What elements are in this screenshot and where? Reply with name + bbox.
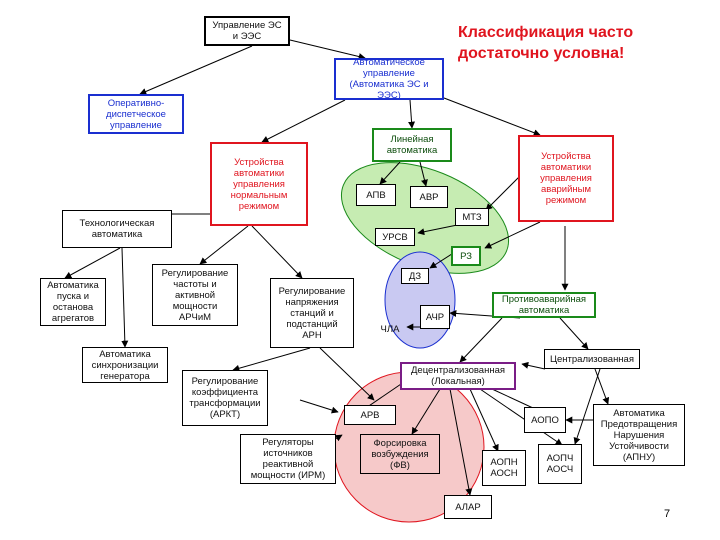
box-achr: АЧР — [420, 305, 450, 329]
box-ursv: УРСВ — [375, 228, 415, 246]
box-ustroystva-normalnym: Устройства автоматики управления нормаль… — [210, 142, 308, 226]
box-upravlenie-es: Управление ЭС и ЭЭС — [204, 16, 290, 46]
box-protivoavariynaya: Противоаварийная автоматика — [492, 292, 596, 318]
box-aopch-aosch: АОПЧ АОСЧ — [538, 444, 582, 484]
box-aopn-aosn: АОПН АОСН — [482, 450, 526, 486]
box-apv: АПВ — [356, 184, 396, 206]
classification-note: Классификация часто достаточно условна! — [458, 24, 634, 62]
box-regulirovanie-koefficienta: Регулирование коэффициента трансформации… — [182, 370, 268, 426]
box-aopo: АОПО — [524, 407, 566, 433]
box-decentralizovannaya: Децентрализованная (Локальная) — [400, 362, 516, 390]
box-apnu: Автоматика Предотвращения Нарушения Усто… — [593, 404, 685, 466]
page-number: 7 — [664, 508, 671, 520]
box-regulyatory-irm: Регуляторы источников реактивной мощност… — [240, 434, 336, 484]
box-rz: РЗ — [451, 246, 481, 266]
box-centralizovannaya: Централизованная — [544, 349, 640, 369]
box-lineynaya-avtomatika: Линейная автоматика — [372, 128, 452, 162]
label-chla: ЧЛА — [380, 323, 400, 335]
box-operativno-dispetcherskoe: Оперативно- диспетческое управление — [88, 94, 184, 134]
box-regulirovanie-chastoty: Регулирование частоты и активной мощност… — [152, 264, 238, 326]
box-avtomatika-puska: Автоматика пуска и останова агрегатов — [40, 278, 106, 326]
box-avr: АВР — [410, 186, 448, 208]
box-dz: ДЗ — [401, 268, 429, 284]
box-forsirovka: Форсировка возбуждения (ФВ) — [360, 434, 440, 474]
box-tehnologicheskaya: Технологическая автоматика — [62, 210, 172, 248]
box-arv: АРВ — [344, 405, 396, 425]
box-alar: АЛАР — [444, 495, 492, 519]
box-ustroystva-avariynym: Устройства автоматики управления аварийн… — [518, 135, 614, 222]
box-regulirovanie-napryazheniya: Регулирование напряжения станций и подст… — [270, 278, 354, 348]
box-avtomaticheskoe-upravlenie: Автоматическое управление (Автоматика ЭС… — [334, 57, 444, 101]
box-avtomatika-sinhronizacii: Автоматика синхронизации генератора — [82, 347, 168, 383]
box-mtz: МТЗ — [455, 208, 489, 226]
